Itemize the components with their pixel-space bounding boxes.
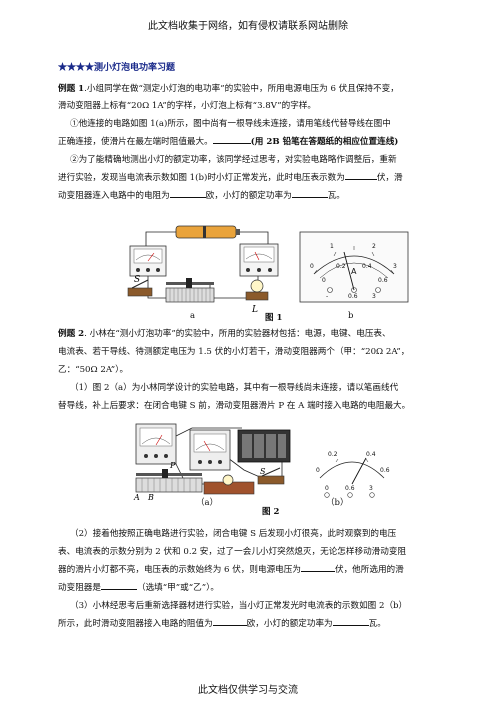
svg-text:0.2: 0.2 [336,263,346,270]
answer-blank[interactable] [100,580,137,590]
meter-needle [351,457,367,485]
figure2a-circuit: A B P S [133,423,291,500]
ex1-intro-line2: 滑动变阻器上标有“20Ω 1A”的字样，小灯泡上标有“3.8V”的字样。 [58,101,317,111]
ex1-intro-line1: 例题 1.小组同学在做“测定小灯泡的电功率”的实验中，所用电源电压为 6 伏且保… [58,84,399,94]
answer-blank[interactable] [169,188,206,198]
fig1a-caption: a [190,311,196,321]
answer-blank[interactable] [212,134,251,144]
switch-icon [127,279,153,297]
ex2-q2-line4: 动变阻器是（选填“甲”或“乙”）。 [58,580,450,596]
battery-icon [237,429,291,463]
ex2-intro-line3: 乙：“50Ω 2A”）。 [58,365,129,375]
ex1-q1-line1: ①他连接的电路如图 1(a)所示，图中尚有一根导线未连接，请用笔线代替导线在图中 [70,119,391,129]
label-A: A [133,493,140,500]
ammeter-icon [135,423,177,465]
ex2-q2-line2: 表、电流表的示数分别为 2 伏和 0.2 安，过了一会儿小灯突然熄灭，无论怎样移… [58,547,407,557]
svg-text:0.2: 0.2 [328,451,338,458]
svg-text:0.6: 0.6 [380,467,390,474]
ex2-q3-line1: （3）小林经思考后重新选择器材进行实验，当小灯正常发光时电流表的示数如图 2（b… [70,601,408,611]
ex2-intro-line1: 例题 2. 小林在“测小灯泡功率”的实验中，所用的实验器材包括：电源，电键、电压… [58,329,391,339]
svg-text:0: 0 [310,263,314,270]
svg-text:3: 3 [372,293,376,300]
label-P: P [169,461,176,470]
fig2a-caption: （a） [196,498,219,508]
svg-text:0.6: 0.6 [345,485,355,492]
ex1-label: 例题 1 [58,84,85,94]
ex2-q2-line3: 器的滑片小灯都不亮，电压表的示数始终为 6 伏，则电源电压为伏，他所选用的滑 [58,562,450,578]
page-header: 此文档收集于网络，如有侵权请联系网站删除 [148,21,348,32]
meter-needle [343,251,355,291]
figure1b-ammeter-dial: 0 1 2 3 0 0.2 0.4 0.6 A - 0.6 3 [299,231,409,303]
svg-text:1: 1 [330,243,334,250]
answer-blank[interactable] [300,562,335,572]
battery-icon [175,225,240,239]
voltmeter-icon [239,243,279,277]
svg-text:-: - [326,293,328,300]
lamp-icon [245,279,269,301]
answer-blank[interactable] [291,188,328,198]
fig1b-caption: b [348,311,354,321]
ex1-q2-line2: 进行实验，发现当电流表示数如图 1(b)时小灯正常发光，此时电压表示数为伏，滑 [58,170,450,186]
svg-text:2: 2 [372,243,376,250]
lamp-icon [203,474,255,495]
fig2-number: 图 2 [262,507,280,517]
section-title: ★★★★测小灯泡电功率习题 [58,63,176,73]
voltmeter-icon [189,429,231,471]
fig1-number: 图 1 [265,313,283,323]
svg-text:0.4: 0.4 [362,263,372,270]
svg-text:3: 3 [369,485,373,492]
label-B: B [147,493,154,500]
figure1a-circuit: S L [127,225,279,314]
rheostat-icon [135,469,203,493]
ex2-q1-line1: （1）图 2（a）为小林同学设计的实验电路，其中有一根导线尚未连接，请以笔画线代 [70,383,399,393]
svg-text:A: A [351,267,357,276]
rheostat-icon [165,278,215,303]
ex2-q2-line1: （2）接着他按照正确电路进行实验，闭合电键 S 后发现小灯很亮，此时观察到的电压 [70,529,397,539]
svg-text:3: 3 [393,263,397,270]
answer-blank[interactable] [344,170,377,180]
ex1-q1-line2: 正确连接，使滑片在最左端时阻值最大。(用 2B 铅笔在答题纸的相应位置连线) [58,134,450,150]
svg-text:0.6: 0.6 [348,293,358,300]
label-S: S [260,467,266,476]
svg-text:0.6: 0.6 [378,277,388,284]
ex2-label: 例题 2 [58,329,85,339]
page-footer: 此文档仅供学习与交流 [198,685,298,696]
figure2b-ammeter-dial: 0 0.2 0.4 0.6 0 0.6 3 [316,451,390,498]
answer-blank[interactable] [332,616,369,626]
label-L: L [251,305,258,314]
ex1-q2-line1: ②为了能精确地测出小灯的额定功率，该同学经过思考，对实验电路略作调整后，重新 [70,155,397,165]
ex1-q2-line3: 动变阻器连入电路中的电阻为欧，小灯的额定功率为瓦。 [58,188,450,204]
ammeter-icon [129,245,167,277]
svg-text:0: 0 [316,467,320,474]
svg-text:0: 0 [325,485,329,492]
ex2-q1-line2: 替导线，补上后要求：在闭合电键 S 前，滑动变阻器滑片 P 在 A 端时接入电路… [58,401,411,411]
label-S: S [134,275,140,285]
svg-text:0.4: 0.4 [366,451,376,458]
svg-text:0: 0 [322,277,326,284]
switch-icon [257,467,285,485]
ex2-intro-line2: 电流表、若干导线、待测额定电压为 1.5 伏的小灯若干，滑动变阻器两个（甲：“2… [58,347,410,357]
answer-blank[interactable] [212,616,247,626]
ex2-q3-line2: 所示，此时滑动变阻器接入电路的阻值为欧，小灯的额定功率为瓦。 [58,616,450,632]
fig2b-caption: （b） [326,498,349,508]
